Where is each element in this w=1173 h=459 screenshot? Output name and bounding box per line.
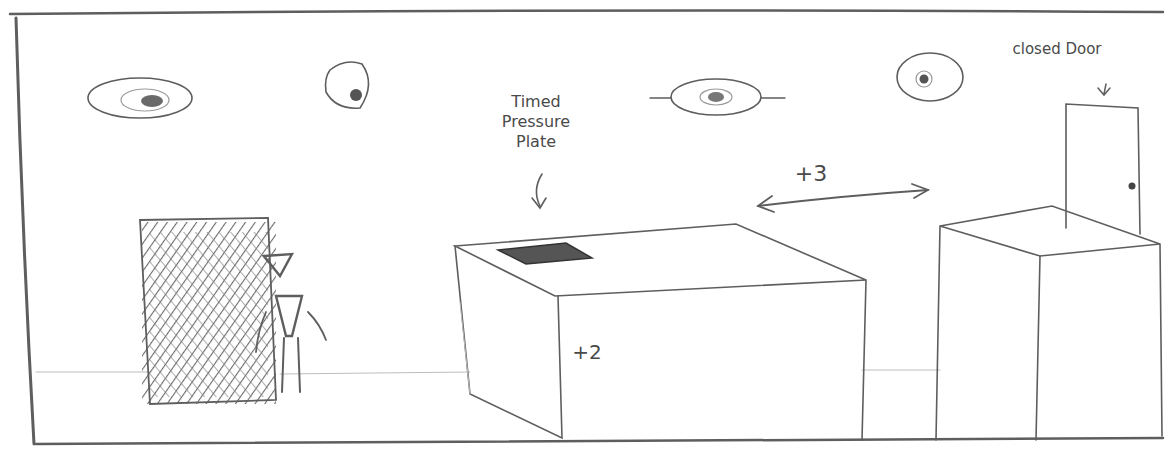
annotation-label: Timed Pressure Plate [488,92,584,152]
annotation-label: closed Door [1012,40,1102,59]
height-number: +2 [562,340,612,365]
distance-number: +3 [776,160,846,188]
